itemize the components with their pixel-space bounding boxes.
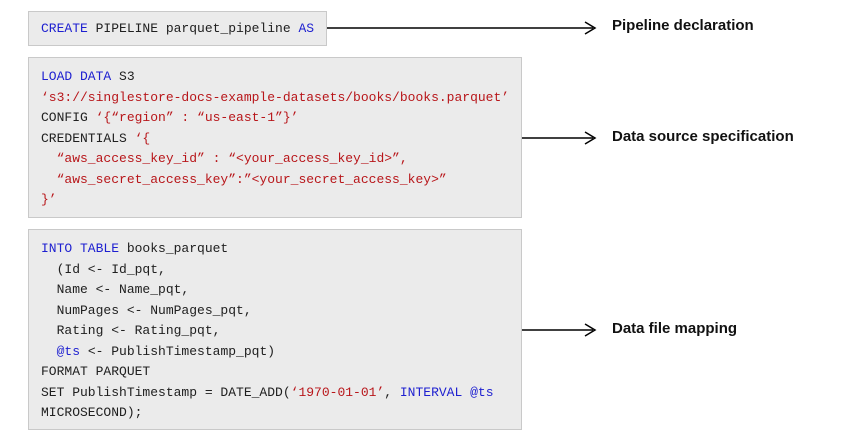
text-token: CONFIG — [41, 110, 96, 125]
text-token: Name <- Name_pqt, — [41, 282, 190, 297]
text-token: S3 — [111, 69, 135, 84]
string-token: ‘{ — [134, 130, 151, 146]
pipeline-declaration-code: CREATE PIPELINE parquet_pipeline AS — [41, 19, 314, 40]
string-token: }’ — [41, 192, 57, 207]
text-token: <- PublishTimestamp_pqt) — [80, 343, 276, 359]
text-token: SET PublishTimestamp = DATE_ADD( — [41, 384, 291, 400]
data-file-mapping-box: INTO TABLE books_parquet (Id <- Id_pqt, … — [28, 229, 522, 430]
text-token: CREDENTIALS — [41, 130, 135, 146]
code-line: Name <- Name_pqt, — [41, 280, 494, 301]
text-token — [462, 385, 470, 400]
data-source-label: Data source specification — [612, 128, 794, 145]
pipeline-declaration-box: CREATE PIPELINE parquet_pipeline AS — [28, 11, 327, 46]
keyword-token: AS — [298, 21, 315, 36]
text-token: PIPELINE parquet_pipeline — [87, 21, 299, 36]
keyword-token: LOAD DATA — [41, 69, 112, 84]
text-token: FORMAT PARQUET — [41, 364, 151, 379]
keyword-token: @ts — [56, 343, 81, 359]
code-line: SET PublishTimestamp = DATE_ADD(‘1970-01… — [41, 383, 494, 404]
code-line: MICROSECOND); — [41, 403, 494, 424]
text-token: MICROSECOND); — [41, 405, 143, 420]
code-line: INTO TABLE books_parquet — [41, 239, 494, 260]
text-token: (Id <- Id_pqt, — [41, 261, 166, 277]
code-line: @ts <- PublishTimestamp_pqt) — [41, 342, 494, 363]
data-file-mapping-label: Data file mapping — [612, 320, 738, 337]
keyword-token: CREATE — [41, 21, 88, 36]
data-file-mapping-code: INTO TABLE books_parquet (Id <- Id_pqt, … — [41, 239, 494, 424]
code-line: NumPages <- NumPages_pqt, — [41, 301, 494, 322]
string-token: ‘{“region” : “us-east-1”}’ — [95, 110, 299, 125]
keyword-token: @ts — [470, 384, 494, 400]
code-line: CONFIG ‘{“region” : “us-east-1”}’ — [41, 108, 509, 129]
code-line: CREDENTIALS ‘{ — [41, 129, 509, 150]
string-token: ‘s3://singlestore-docs-example-datasets/… — [41, 89, 510, 105]
pipeline-declaration-label: Pipeline declaration — [612, 17, 754, 34]
code-line: Rating <- Rating_pqt, — [41, 321, 494, 342]
text-token: Rating <- Rating_pqt, — [41, 323, 221, 338]
data-source-arrow — [522, 131, 597, 145]
data-source-box: LOAD DATA S3‘s3://singlestore-docs-examp… — [28, 57, 522, 218]
text-token: NumPages <- NumPages_pqt, — [41, 302, 252, 318]
code-line: “aws_access_key_id” : “<your_access_key_… — [41, 149, 509, 170]
code-line: (Id <- Id_pqt, — [41, 260, 494, 281]
text-token: books_parquet — [119, 241, 229, 256]
code-line: LOAD DATA S3 — [41, 67, 509, 88]
pipeline-declaration-arrow — [327, 21, 597, 35]
code-line: CREATE PIPELINE parquet_pipeline AS — [41, 19, 314, 40]
code-line: FORMAT PARQUET — [41, 362, 494, 383]
code-line: ‘s3://singlestore-docs-example-datasets/… — [41, 88, 509, 109]
keyword-token: INTERVAL — [399, 384, 463, 400]
string-token: ‘1970-01-01’ — [290, 384, 385, 400]
data-source-code: LOAD DATA S3‘s3://singlestore-docs-examp… — [41, 67, 509, 211]
keyword-token: INTO TABLE — [41, 241, 120, 256]
string-token: “aws_access_key_id” : “<your_access_key_… — [41, 151, 408, 166]
text-token: , — [384, 384, 400, 400]
code-line: }’ — [41, 190, 509, 211]
text-token — [41, 344, 57, 359]
string-token: “aws_secret_access_key”:”<your_secret_ac… — [41, 171, 447, 187]
data-file-mapping-arrow — [522, 323, 597, 337]
code-line: “aws_secret_access_key”:”<your_secret_ac… — [41, 170, 509, 191]
